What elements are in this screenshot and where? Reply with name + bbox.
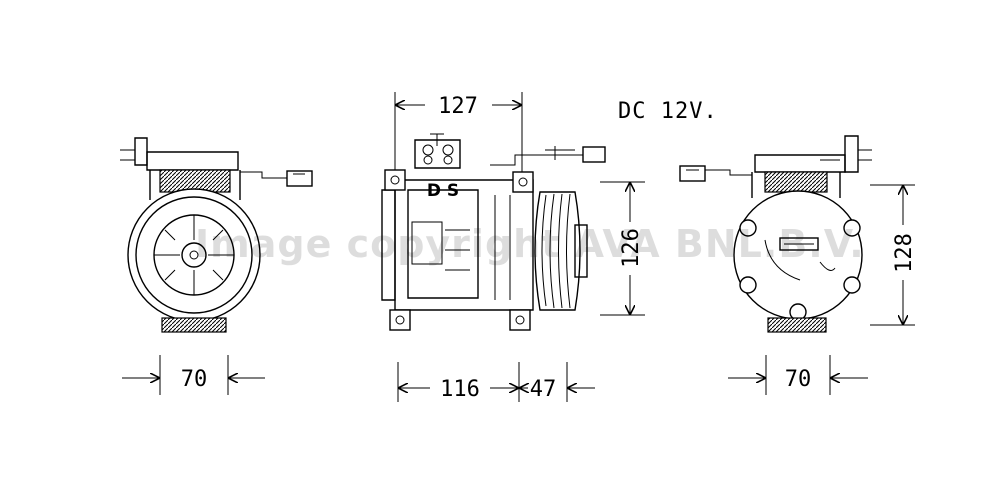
- dim-pulley-length: 47: [530, 377, 557, 402]
- left-end-view: 70: [120, 137, 313, 395]
- watermark: Image copyright AVA BNL.B.V.: [195, 222, 865, 266]
- body-label: D S: [427, 181, 459, 201]
- dim-right-height: 128: [892, 233, 917, 273]
- dim-body-length: 116: [440, 377, 480, 402]
- right-end-view: 128 70: [679, 135, 917, 395]
- center-side-view: 127 DC 12V. D S: [381, 92, 718, 402]
- dim-top-width: 127: [438, 94, 478, 119]
- dim-left-width: 70: [181, 367, 208, 392]
- voltage-note: DC 12V.: [618, 99, 718, 124]
- dim-right-width: 70: [785, 367, 812, 392]
- dim-front-height: 126: [619, 228, 644, 268]
